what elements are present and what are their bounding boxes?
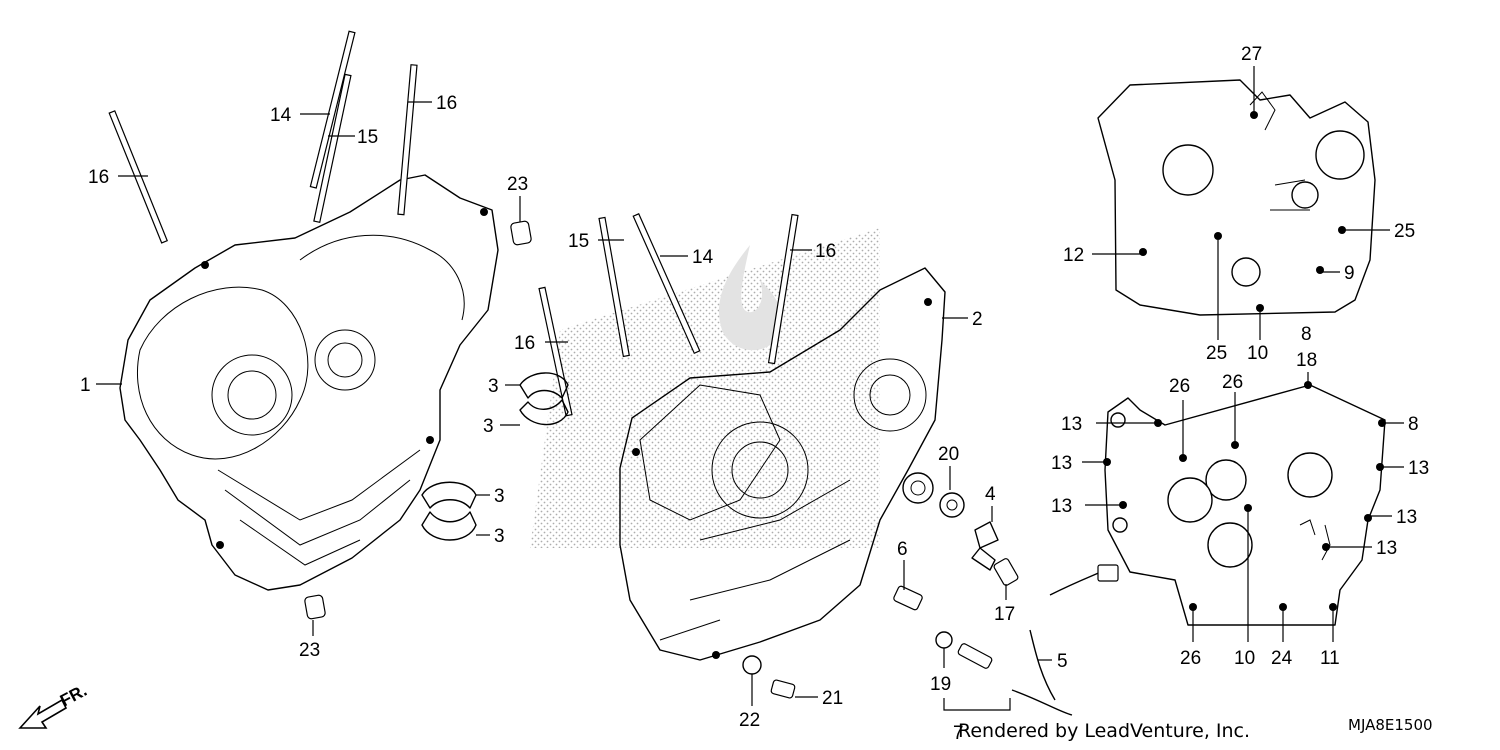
- callout-1: 1: [80, 375, 91, 396]
- flame-logo-icon: [718, 245, 783, 351]
- callout-15: 15: [357, 127, 378, 148]
- callout-20: 20: [938, 444, 959, 465]
- left-crankcase-half: [119, 174, 499, 591]
- callout-9: 9: [1344, 263, 1355, 284]
- dowel-pins: [304, 220, 532, 620]
- callout-16: 16: [514, 333, 535, 354]
- callout-7: 7: [953, 723, 964, 744]
- callout-24: 10: [1234, 648, 1255, 669]
- callout-8: 8: [1301, 324, 1312, 345]
- leader-lines: [96, 66, 1404, 711]
- callout-23: 23: [507, 174, 528, 195]
- callout-11: 24: [1271, 648, 1293, 669]
- callout-3: 3: [494, 526, 505, 547]
- callout-18: 18: [1296, 350, 1317, 371]
- watermark: [718, 245, 783, 351]
- callout-3: 3: [488, 376, 499, 397]
- callout-6: 6: [897, 539, 908, 560]
- shading-zone: [530, 228, 880, 548]
- small-parts: [742, 472, 1119, 716]
- callout-4: 4: [985, 484, 996, 505]
- callout-14: 14: [270, 105, 292, 126]
- callout-10: 11: [1320, 648, 1340, 669]
- right-crankcase-half: [619, 267, 946, 661]
- callout-26: 26: [1222, 372, 1243, 393]
- bearing-shells: [421, 372, 569, 541]
- callout-25: 25: [1394, 221, 1415, 242]
- callout-13: 13: [1396, 507, 1417, 528]
- callout-27: 27: [1241, 44, 1262, 65]
- callout-12: 12: [1063, 245, 1084, 266]
- upper-gasket: [1097, 79, 1376, 316]
- callout-26: 26: [1169, 376, 1190, 397]
- front-arrow-icon: [18, 698, 68, 729]
- callouts: 1 16 14 15 16 23 23 3 3 3 3 15 14 16 16 …: [80, 44, 1429, 744]
- callout-3: 3: [494, 486, 505, 507]
- callout-25: 25: [1206, 343, 1227, 364]
- callout-10: 26: [1180, 648, 1201, 669]
- callout-17: 17: [994, 604, 1015, 625]
- callout-14: 14: [692, 247, 714, 268]
- diagram-code: MJA8E1500: [1348, 716, 1433, 734]
- callout-19: 19: [930, 674, 951, 695]
- callout-16: 16: [815, 241, 836, 262]
- callout-13: 13: [1051, 453, 1072, 474]
- callout-5: 5: [1057, 651, 1068, 672]
- callout-13: 13: [1061, 414, 1082, 435]
- callout-16: 16: [88, 167, 109, 188]
- callout-16: 16: [436, 93, 457, 114]
- callout-23: 23: [299, 640, 320, 661]
- callout-26: 13: [1376, 538, 1397, 559]
- callout-2: 2: [972, 309, 983, 330]
- callout-13: 13: [1051, 496, 1072, 517]
- callout-15: 15: [568, 231, 589, 252]
- callout-3: 3: [483, 416, 494, 437]
- lower-gasket: [1103, 381, 1386, 626]
- crankcase-studs: [108, 30, 799, 417]
- callout-8: 8: [1408, 414, 1419, 435]
- credit-text: Rendered by LeadVenture, Inc.: [958, 720, 1251, 742]
- callout-22: 22: [739, 710, 760, 731]
- callout-10: 10: [1247, 343, 1268, 364]
- callout-13: 13: [1408, 458, 1429, 479]
- callout-21: 21: [822, 688, 843, 709]
